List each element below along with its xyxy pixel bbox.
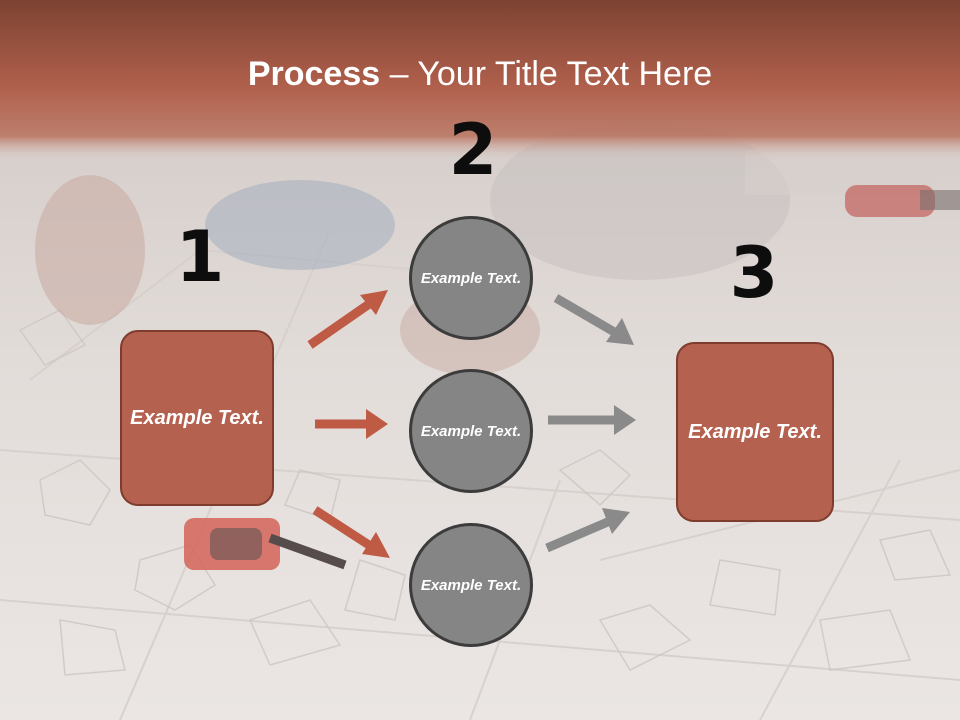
step-3-box[interactable]: Example Text. (676, 342, 834, 522)
arrow-1-to-2b (315, 409, 388, 439)
slide-title: Process – Your Title Text Here (0, 52, 960, 96)
title-rest: – Your Title Text Here (380, 55, 713, 93)
step-number-1: 1 (175, 216, 225, 298)
arrow-1-to-2c (312, 506, 390, 558)
circle-middle-text: Example Text. (420, 422, 522, 440)
circle-bottom-text: Example Text. (420, 576, 522, 594)
title-bold: Process (247, 55, 381, 93)
step-3-box-text: Example Text. (688, 420, 822, 443)
step-1-box[interactable]: Example Text. (120, 330, 274, 506)
step-1-box-text: Example Text. (130, 406, 264, 429)
step-2-circle-middle[interactable]: Example Text. (409, 369, 533, 493)
circle-top-text: Example Text. (420, 269, 522, 287)
step-2-circle-top[interactable]: Example Text. (409, 216, 533, 340)
arrow-2c-to-3 (545, 508, 630, 553)
step-2-circle-bottom[interactable]: Example Text. (409, 523, 533, 647)
step-number-2: 2 (448, 109, 498, 191)
arrow-1-to-2a (307, 290, 388, 349)
arrow-2b-to-3 (548, 405, 636, 435)
step-number-3: 3 (729, 232, 779, 314)
arrow-2a-to-3 (553, 294, 634, 345)
